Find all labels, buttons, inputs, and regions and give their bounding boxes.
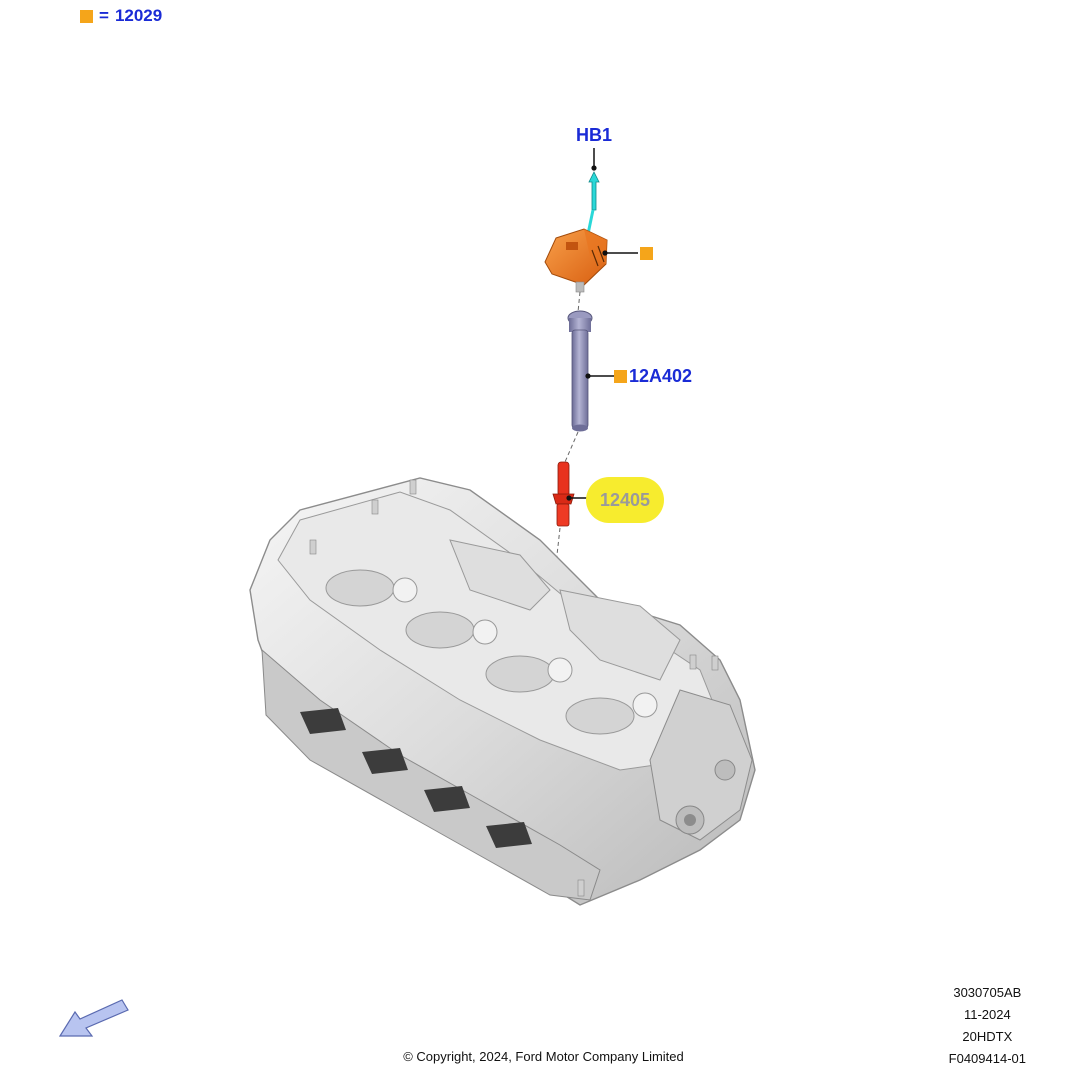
plug-leader: [566, 495, 588, 501]
back-arrow-icon[interactable]: [58, 999, 129, 1037]
callout-hb1[interactable]: HB1: [576, 125, 613, 145]
spark-plug-tube-icon[interactable]: [567, 310, 593, 432]
copyright-notice: © Copyright, 2024, Ford Motor Company Li…: [403, 1049, 684, 1064]
tube-leader: [585, 373, 614, 379]
callout-tube[interactable]: 12A402: [614, 366, 692, 387]
callout-spark-plug-label: 12405: [599, 489, 651, 510]
drawing-date: 11-2024: [963, 1007, 1011, 1022]
legend-equals: =: [99, 6, 109, 25]
legend: = 12029: [80, 6, 162, 26]
callout-spark-plug[interactable]: 12405: [586, 477, 664, 523]
hb1-leader: [591, 148, 597, 171]
callout-tube-swatch: [614, 370, 627, 383]
cylinder-head-icon[interactable]: [249, 477, 756, 906]
hb1-bolt-icon[interactable]: [586, 171, 600, 235]
drawing-code: 3030705AB: [953, 985, 1022, 1000]
figure-id: F0409414-01: [948, 1051, 1026, 1066]
ignition-coil-icon[interactable]: [544, 228, 608, 293]
coil-marker-swatch[interactable]: [640, 247, 653, 260]
coil-leader: [602, 250, 638, 256]
drawing-meta: 3030705AB 11-2024 20HDTX F0409414-01: [949, 982, 1026, 1070]
callout-tube-label: 12A402: [629, 366, 693, 386]
engine-code: 20HDTX: [962, 1029, 1013, 1044]
legend-swatch: [80, 9, 93, 23]
legend-code[interactable]: 12029: [114, 6, 163, 25]
spark-plug-icon[interactable]: [552, 461, 575, 527]
